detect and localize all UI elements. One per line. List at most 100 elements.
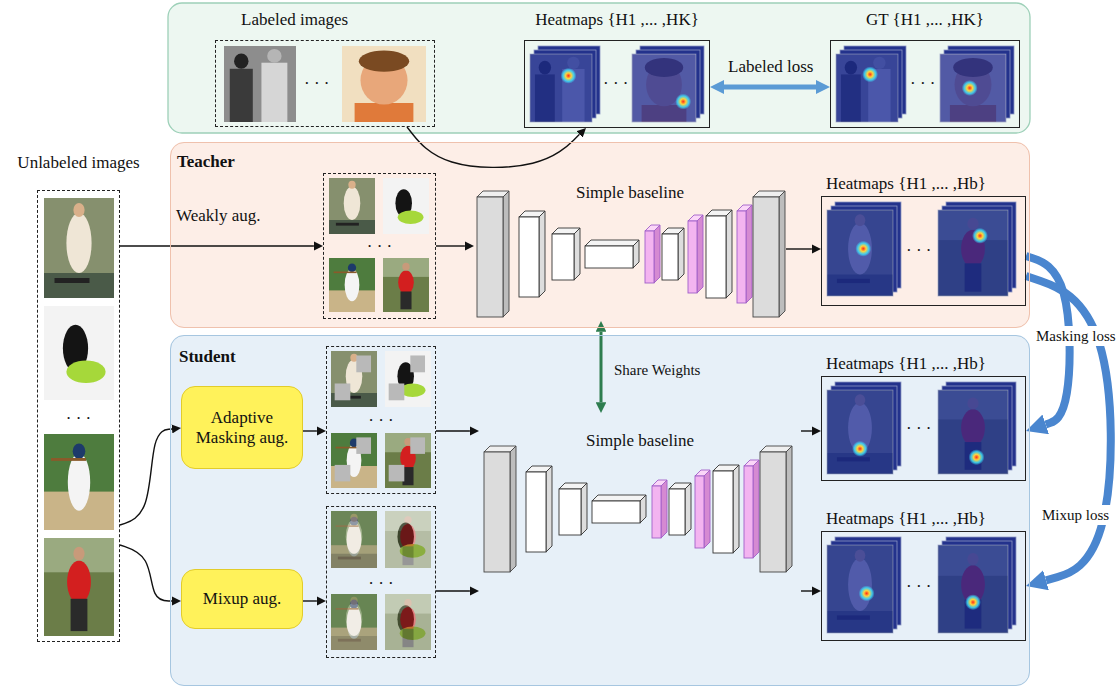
layer-front <box>552 234 574 280</box>
node-label: Unlabeled images <box>17 153 139 173</box>
photo-detail <box>51 458 86 461</box>
photo-detail <box>67 561 91 604</box>
layer-side <box>574 228 580 280</box>
photo-background <box>331 594 377 650</box>
heatmap-overlay <box>827 210 893 296</box>
layer-top <box>652 480 667 486</box>
photo-detail <box>71 599 88 631</box>
layer-top <box>559 483 587 489</box>
layer-top <box>645 225 660 231</box>
layer-side <box>581 483 587 535</box>
photo <box>331 511 377 568</box>
layer-front <box>695 476 704 548</box>
heatmap-stack <box>827 537 901 633</box>
photo <box>383 178 429 234</box>
layer-top <box>519 211 545 217</box>
photo <box>385 594 431 650</box>
heatmap-overlay <box>940 54 1006 122</box>
layer-side <box>661 480 667 538</box>
node-label: Heatmaps {H1 ,... ,Hb} <box>826 174 986 194</box>
photo-background <box>385 594 431 650</box>
layer-top <box>706 210 732 216</box>
photo-background <box>224 46 296 122</box>
layer-side <box>733 465 739 553</box>
layer-top <box>484 446 516 452</box>
photo-background <box>44 198 114 298</box>
photo <box>44 434 114 530</box>
connector <box>801 430 812 431</box>
photo-background <box>385 511 431 568</box>
connector <box>407 127 579 167</box>
heatmap-group: Heatmaps {H1 ,... ,HK}· · · <box>524 40 710 128</box>
layer-side <box>753 460 759 558</box>
layer-top <box>695 470 710 476</box>
heatmap-peak <box>972 228 988 244</box>
photo-detail <box>261 63 287 122</box>
photo-background <box>331 433 377 488</box>
photo-background <box>331 351 377 407</box>
photo-background <box>836 54 898 122</box>
photo-background <box>940 54 1006 122</box>
photo-detail <box>73 444 86 459</box>
layer-side <box>503 191 509 317</box>
image-group: Labeled images· · · <box>215 40 435 127</box>
loss-arrow <box>1026 276 1111 580</box>
photo-detail <box>68 453 90 511</box>
heatmap-peak <box>962 80 978 96</box>
node-label: Simple baseline <box>576 183 684 203</box>
layer-top <box>669 483 691 489</box>
photo-detail <box>338 639 361 642</box>
mask-patch <box>356 437 371 454</box>
photo-detail <box>350 517 358 526</box>
edge-label: Share Weights <box>612 360 702 380</box>
mask-patch <box>389 465 405 482</box>
heatmap-peak <box>675 94 691 110</box>
photo-background <box>632 54 696 122</box>
photo <box>938 545 1008 633</box>
layer-top <box>688 215 703 221</box>
photo-detail <box>336 447 359 449</box>
augmented-images: · · · <box>326 346 436 494</box>
edge-label: Masking loss <box>1034 326 1118 346</box>
layer-front <box>652 486 661 538</box>
mask-patch <box>410 437 425 454</box>
heatmap-stack <box>827 202 901 296</box>
layer-side <box>685 483 691 535</box>
layer-top <box>477 191 509 197</box>
photo-detail <box>350 597 357 605</box>
layer-side <box>704 470 710 548</box>
heatmap-stack <box>938 537 1016 633</box>
heatmap-peak <box>560 68 576 84</box>
node-label: GT {H1 ,... ,HK} <box>866 10 984 30</box>
heatmap-peak <box>862 66 878 82</box>
photo <box>331 594 377 650</box>
photo <box>385 351 431 407</box>
photo-background <box>385 511 431 568</box>
node-text: · · · <box>906 419 931 439</box>
layer-side <box>697 215 703 293</box>
photo <box>827 545 893 633</box>
layer-front <box>526 472 546 552</box>
layer-front <box>744 466 753 558</box>
photo-detail <box>66 361 105 384</box>
photo-detail <box>398 210 424 223</box>
photo-background <box>44 538 114 636</box>
node-text: · · · <box>304 74 329 94</box>
layer-front <box>669 489 685 535</box>
layer-front <box>713 471 733 553</box>
heatmap-overlay <box>827 545 893 633</box>
photo-detail <box>404 516 411 524</box>
layer-top <box>585 240 639 246</box>
mask-patch <box>335 465 351 482</box>
photo-detail <box>344 186 361 220</box>
photo-background <box>44 306 114 400</box>
heatmap-peak <box>965 594 981 610</box>
photo <box>530 54 592 122</box>
node-label: · · · <box>368 411 393 431</box>
connector <box>303 600 317 601</box>
layer-front <box>519 217 539 297</box>
process-box: Mixup aug. <box>181 569 303 629</box>
photo-background <box>383 178 429 234</box>
